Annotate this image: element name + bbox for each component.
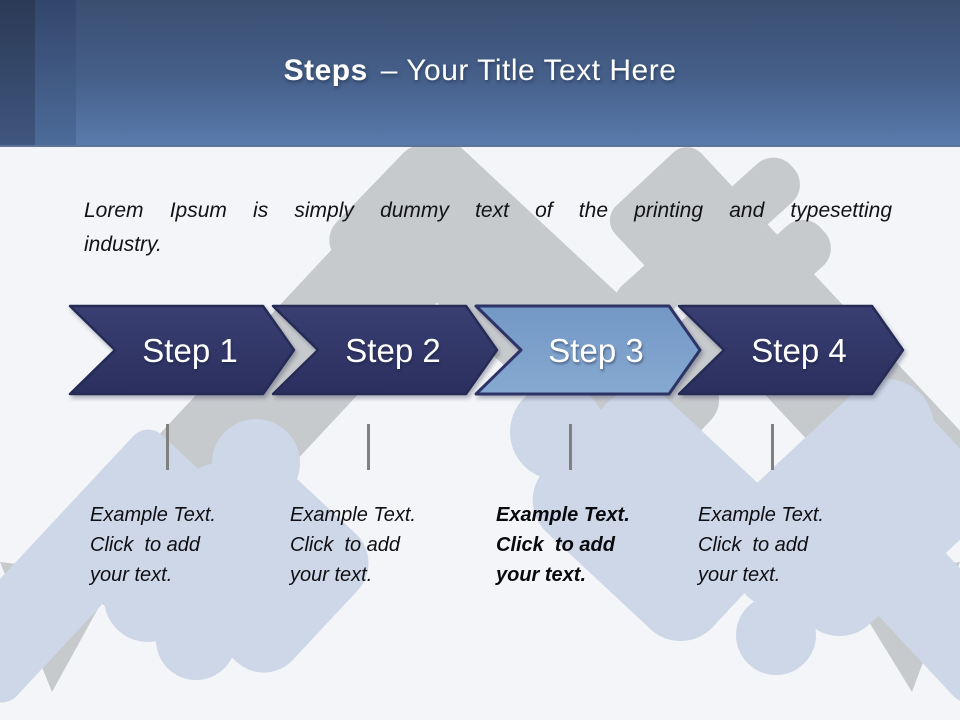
step-1-connector-line	[166, 424, 169, 470]
intro-paragraph: Lorem Ipsum is simply dummy text of the …	[84, 194, 892, 262]
left-corner-band	[0, 429, 207, 703]
intro-line-2: industry.	[84, 233, 162, 256]
step-3-label: Step 3	[548, 332, 644, 369]
blue-hand-shapes	[0, 379, 960, 703]
right-fist-shape	[732, 379, 960, 637]
header-accent-band-mid	[35, 0, 76, 145]
center-fist-shape	[510, 384, 788, 642]
step-4-description: Example Text. Click to add your text.	[698, 504, 824, 586]
slide-header: Steps – Your Title Text Here	[0, 0, 960, 147]
center-knuckle-4	[618, 519, 714, 615]
step-4-label: Step 4	[751, 332, 847, 369]
step-chevron-row	[68, 304, 905, 396]
chevron-step-4	[677, 304, 905, 396]
right-knuckle-4	[733, 514, 829, 610]
step-3-description: Example Text. Click to add your text.	[496, 504, 630, 586]
chevron-step-2	[271, 304, 499, 396]
bottom-left-thumb	[156, 600, 236, 680]
step-1-label: Step 1	[142, 332, 238, 369]
header-accent-band-dark	[0, 0, 35, 145]
step-2-connector-line	[367, 424, 370, 470]
step-2-label: Step 2	[345, 332, 441, 369]
step-4-connector-line	[771, 424, 774, 470]
step-1-description: Example Text. Click to add your text.	[90, 504, 216, 586]
slide-title: Steps – Your Title Text Here	[0, 54, 960, 88]
slide-title-rest: – Your Title Text Here	[380, 54, 677, 87]
step-2-description: Example Text. Click to add your text.	[290, 504, 416, 586]
step-3-connector-line	[569, 424, 572, 470]
chevron-step-1	[68, 304, 296, 396]
slide-title-keyword: Steps	[283, 54, 368, 87]
left-knuckle-4	[212, 419, 300, 507]
intro-line-1: Lorem Ipsum is simply dummy text of the …	[84, 199, 892, 222]
bottom-right-thumb	[736, 595, 816, 675]
chevron-step-3-highlighted	[474, 304, 702, 396]
top-diamond-shape	[329, 145, 503, 319]
